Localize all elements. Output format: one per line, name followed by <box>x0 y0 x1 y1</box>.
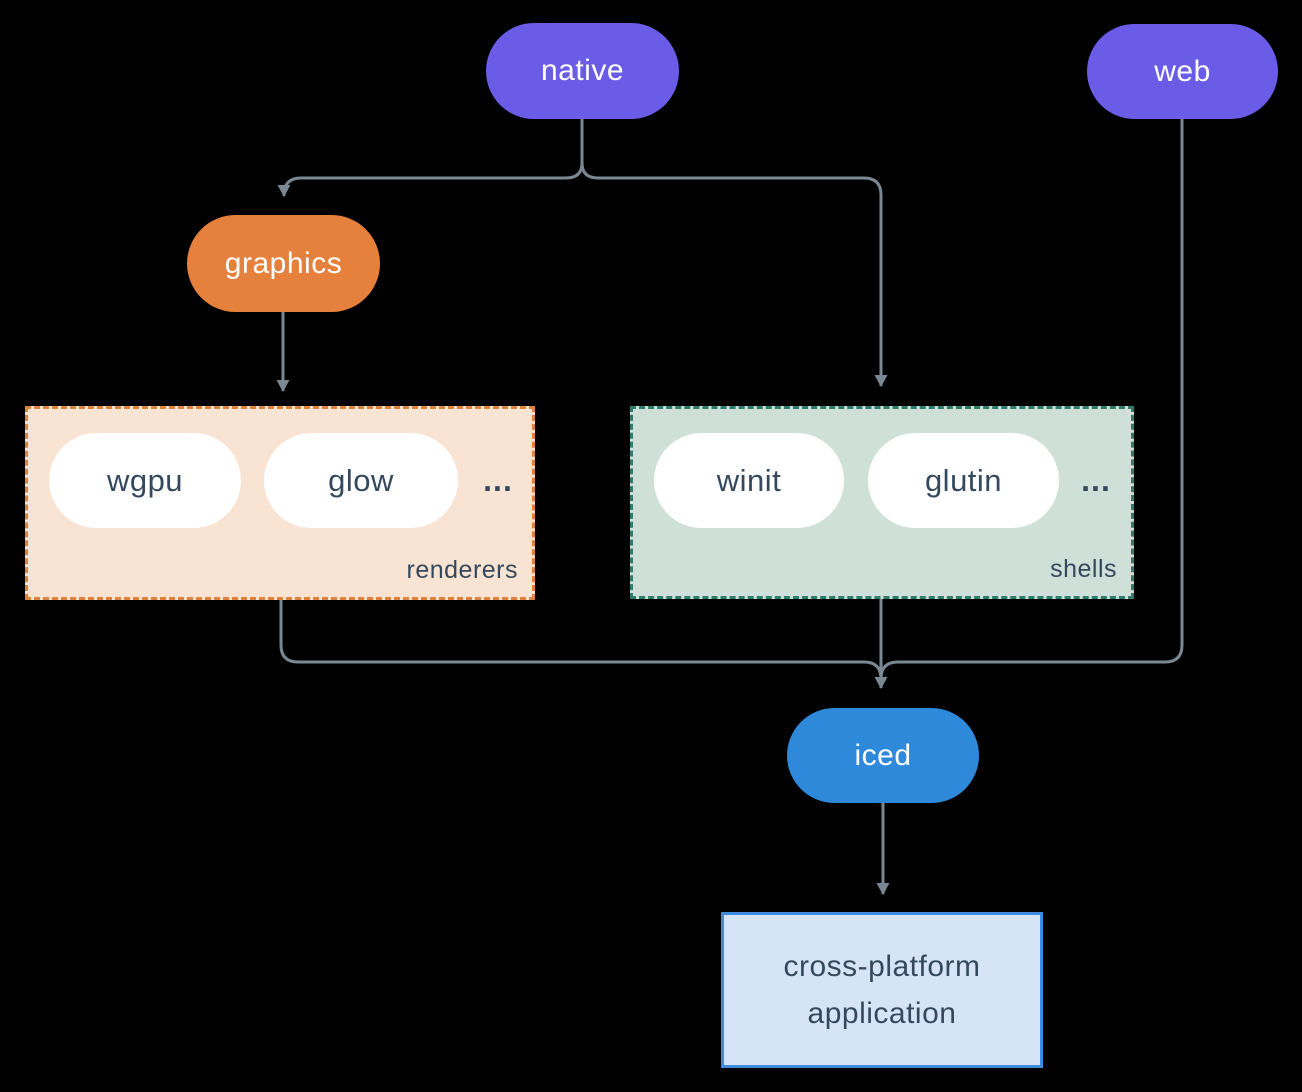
node-glutin-label: glutin <box>924 462 1003 498</box>
edge-renderers-iced <box>279 600 883 680</box>
node-glutin: glutin <box>868 433 1059 528</box>
group-shells: winit glutin ... shells <box>630 406 1134 599</box>
node-iced-label: iced <box>854 738 912 772</box>
node-web-label: web <box>1154 54 1211 88</box>
edge-web-iced <box>879 118 1184 680</box>
edge-native-shells <box>580 162 888 387</box>
shells-ellipsis: ... <box>1081 462 1111 498</box>
node-wgpu: wgpu <box>49 433 241 528</box>
application-label-line1: cross-platform <box>783 950 981 983</box>
group-renderers: wgpu glow ... renderers <box>25 406 535 600</box>
node-native: native <box>486 23 679 119</box>
node-winit: winit <box>654 433 844 528</box>
node-graphics-label: graphics <box>224 246 343 280</box>
node-winit-label: winit <box>716 462 782 498</box>
renderers-group-label: renderers <box>406 556 518 584</box>
application-label-line2: application <box>807 997 957 1030</box>
node-graphics: graphics <box>187 215 380 312</box>
node-iced: iced <box>787 708 979 803</box>
node-glow: glow <box>264 433 458 528</box>
node-cross-platform-application: cross-platform application <box>721 912 1043 1068</box>
renderers-ellipsis: ... <box>483 462 513 498</box>
shells-group-label: shells <box>1050 555 1117 583</box>
node-glow-label: glow <box>328 462 394 498</box>
node-native-label: native <box>540 54 625 87</box>
node-wgpu-label: wgpu <box>106 462 184 498</box>
node-web: web <box>1087 24 1278 119</box>
edge-native-graphics <box>277 118 584 197</box>
